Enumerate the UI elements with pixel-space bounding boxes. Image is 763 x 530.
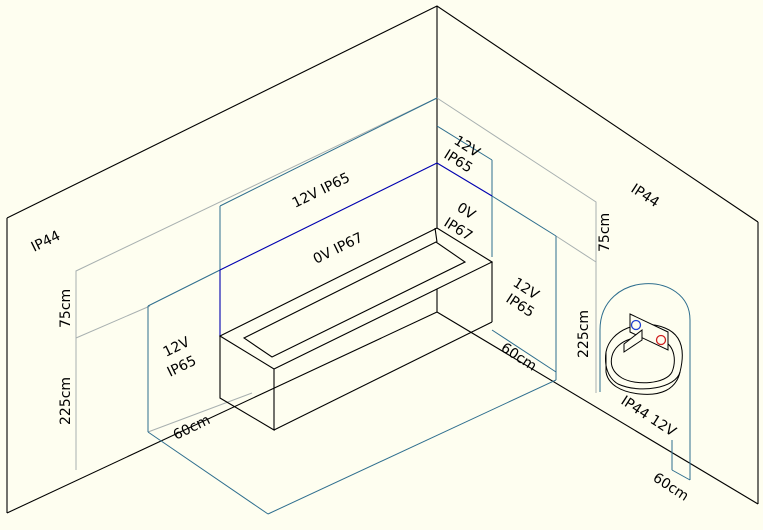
cold-tap-icon [630,319,642,331]
basin-zone-outline [599,283,691,481]
room-walls [6,5,759,514]
hot-tap-icon [655,334,667,346]
dim-left-75cm: 75cm [58,289,74,328]
dim-right-225cm: 225cm [576,310,592,358]
zone-outlines-blue [147,97,557,515]
washbasin [605,313,683,395]
dim-right-75cm: 75cm [597,213,613,252]
dim-left-225cm: 225cm [58,377,74,425]
bathtub [218,227,494,431]
zone-outlines-grey [75,97,597,470]
ip67-zone-outline [219,162,493,336]
